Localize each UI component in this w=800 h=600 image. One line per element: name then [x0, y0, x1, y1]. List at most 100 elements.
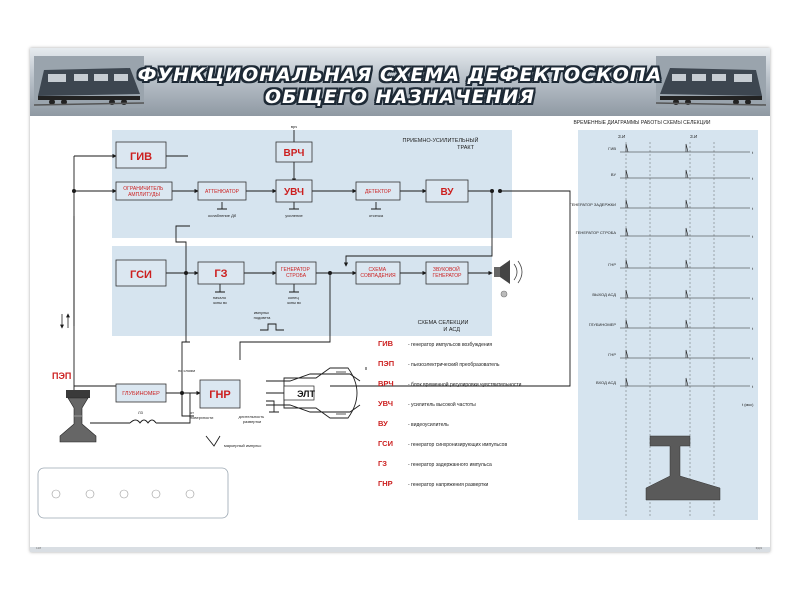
sound-generator-block: ЗВУКОВОЙ ГЕНЕРАТОР: [425, 261, 469, 285]
svg-text:ЭЛТ: ЭЛТ: [297, 389, 315, 399]
functional-diagram: ПРИЕМНО-УСИЛИТЕЛЬНЫЙ ТРАКТ СХЕМА СЕЛЕКЦИ…: [37, 120, 758, 520]
marker-pulse-label: маркерный импульс: [224, 443, 261, 448]
svg-text:ГНР: ГНР: [209, 389, 231, 401]
svg-text:ГЕНЕРАТОР СТРОБА: ГЕНЕРАТОР СТРОБА: [281, 267, 311, 279]
limiter-block: ОГРАНИЧИТЕЛЬ АМПЛИТУДЫ: [115, 181, 173, 201]
legend-abbr: ПЭП: [378, 359, 394, 368]
zone-start-label: начало зоны вс: [213, 295, 227, 305]
timing-title: ВРЕМЕННЫЕ ДИАГРАММЫ РАБОТЫ СХЕМЫ СЕЛЕКЦИ…: [573, 120, 710, 126]
svg-text:ЗВУКОВОЙ ГЕНЕРАТОР: ЗВУКОВОЙ ГЕНЕРАТОР: [433, 265, 463, 279]
zone-end-label: конец зоны вс: [287, 295, 301, 305]
selection-region-label: СХЕМА СЕЛЕКЦИИ И АСД: [418, 320, 470, 333]
rail-with-transducer: [59, 390, 97, 443]
gsi-block: ГСИ: [115, 259, 167, 287]
detector-block: ДЕТЕКТОР: [355, 181, 401, 201]
svg-text:ГЗ: ГЗ: [214, 268, 227, 280]
by-layers-label: по слоям: [178, 368, 195, 373]
legend-description: - генератор импульсов возбуждения: [408, 342, 492, 348]
rail-cross-section: [645, 435, 721, 501]
sweep-duration-label: длительность развертки: [239, 414, 266, 424]
depth-gauge-block: ГЛУБИНОМЕР: [115, 383, 167, 403]
timing-t-label: t: [752, 234, 754, 239]
svg-text:ВУ: ВУ: [440, 187, 454, 198]
footer-right-text: ФДЭ: [755, 546, 762, 550]
timing-row-label: ГЕНЕРАТОР СТРОБА: [576, 230, 617, 235]
timing-row-label: ГИВ: [608, 146, 616, 151]
timing-t-label: t: [752, 266, 754, 271]
timing-diagrams: ВРЕМЕННЫЕ ДИАГРАММЫ РАБОТЫ СХЕМЫ СЕЛЕКЦИ…: [570, 120, 758, 520]
legend-abbr: ВУ: [378, 419, 388, 428]
timing-row-label: ГНР: [608, 262, 616, 267]
timing-row-label: ВУ: [611, 172, 617, 177]
svg-text:ГЛУБИНОМЕР: ГЛУБИНОМЕР: [122, 391, 160, 397]
timing-row-label: ГЛУБИНОМЕР: [589, 322, 617, 327]
legend-abbr: УВЧ: [378, 399, 393, 408]
svg-text:ГСИ: ГСИ: [130, 269, 152, 281]
legend-abbr: ГНР: [378, 479, 393, 488]
giv-block: ГИВ: [115, 141, 167, 169]
zi-label-1: З.И: [618, 134, 625, 139]
legend-description: - блок временной регулировки чувствитель…: [408, 381, 522, 388]
svg-text:ОГРАНИЧИТЕЛЬ АМПЛИТУДЫ: ОГРАНИЧИТЕЛЬ АМПЛИТУДЫ: [123, 186, 164, 198]
locomotive-image-left: [34, 56, 144, 108]
crt-tube: ЭЛТ: [283, 367, 358, 419]
timing-t-label: t: [752, 176, 754, 181]
legend-abbr: ГЗ: [378, 459, 387, 468]
poster: ФУНКЦИОНАЛЬНАЯ СХЕМА ДЕФЕКТОСКОПА ОБЩЕГО…: [30, 48, 770, 552]
timing-row-label: ГНР: [608, 352, 616, 357]
svg-text:СХЕМА СОВПАДЕНИЯ: СХЕМА СОВПАДЕНИЯ: [360, 267, 396, 279]
timing-t-label: t: [752, 150, 754, 155]
legend-description: - видеоусилитель: [408, 422, 449, 428]
legend-abbr: ГИВ: [378, 339, 394, 348]
footer-left-text: 128: [36, 546, 42, 550]
indicator-lamp-icon: [500, 290, 508, 298]
legend-abbr: ВРЧ: [378, 379, 394, 388]
timing-t-label: t: [752, 296, 754, 301]
l3-label: Л3: [138, 410, 144, 415]
svg-text:УВЧ: УВЧ: [284, 187, 304, 198]
poster-title-line-1: ФУНКЦИОНАЛЬНАЯ СХЕМА ДЕФЕКТОСКОПА: [137, 64, 663, 86]
timing-row-label: ВХОД АСД: [596, 380, 616, 385]
selection-panel: [112, 246, 492, 336]
svg-text:ВРЧ: ВРЧ: [284, 148, 305, 159]
vrch-block: ВРЧ: [275, 141, 313, 163]
gz-block: ГЗ: [197, 261, 245, 285]
vrch-input-label: врч: [291, 124, 297, 129]
updown-arrows-icon: [60, 313, 70, 329]
svg-text:ДЕТЕКТОР: ДЕТЕКТОР: [365, 189, 392, 195]
attenuation-label: ослабление Дб: [208, 213, 237, 218]
coincidence-block: СХЕМА СОВПАДЕНИЯ: [355, 261, 401, 285]
strobe-pulse-label: импульс подсвета: [254, 310, 272, 320]
pep-label: ПЭП: [52, 371, 71, 381]
timing-t-label: t: [752, 356, 754, 361]
legend-description: - пьезоэлектрический преобразователь: [408, 361, 500, 368]
vu-block: ВУ: [425, 179, 469, 203]
gain-label: усиление: [285, 213, 303, 218]
control-icons-strip: [37, 467, 229, 519]
poster-edge: [30, 547, 770, 552]
legend-abbr: ГСИ: [378, 439, 393, 448]
poster-title-line-2: ОБЩЕГО НАЗНАЧЕНИЯ: [264, 86, 536, 108]
locomotive-image-right: [656, 56, 766, 108]
cutoff-label: отсечка: [369, 213, 384, 218]
svg-text:ГИВ: ГИВ: [130, 151, 152, 163]
receiver-region-label: ПРИЕМНО-УСИЛИТЕЛЬНЫЙ ТРАКТ: [403, 136, 480, 151]
timing-row-label: ГЕНЕРАТОР ЗАДЕРЖКИ: [570, 202, 617, 207]
zi-label-2: З.И: [690, 134, 697, 139]
speaker-icon: [494, 260, 523, 284]
legend-description: - генератор задержанного импульса: [408, 462, 492, 468]
legend-description: - генератор синхронизирующих импульсов: [408, 442, 507, 448]
uvch-block: УВЧ: [275, 179, 313, 203]
svg-text:АТТЕНЮАТОР: АТТЕНЮАТОР: [205, 189, 240, 195]
legend-description: - усилитель высокой частоты: [408, 401, 476, 408]
timing-row-label: ВЫХОД АСД: [592, 292, 616, 297]
attenuator-block: АТТЕНЮАТОР: [197, 181, 247, 201]
timing-t-label: t: [752, 384, 754, 389]
timing-t-label: t: [752, 206, 754, 211]
timing-unit-label: t (мкс): [742, 402, 754, 407]
legend-description: - генератор напряжения развертки: [408, 482, 489, 488]
timing-t-label: t: [752, 326, 754, 331]
gnr-block: ГНР: [199, 379, 241, 409]
header-banner: ФУНКЦИОНАЛЬНАЯ СХЕМА ДЕФЕКТОСКОПА ОБЩЕГО…: [30, 48, 770, 116]
